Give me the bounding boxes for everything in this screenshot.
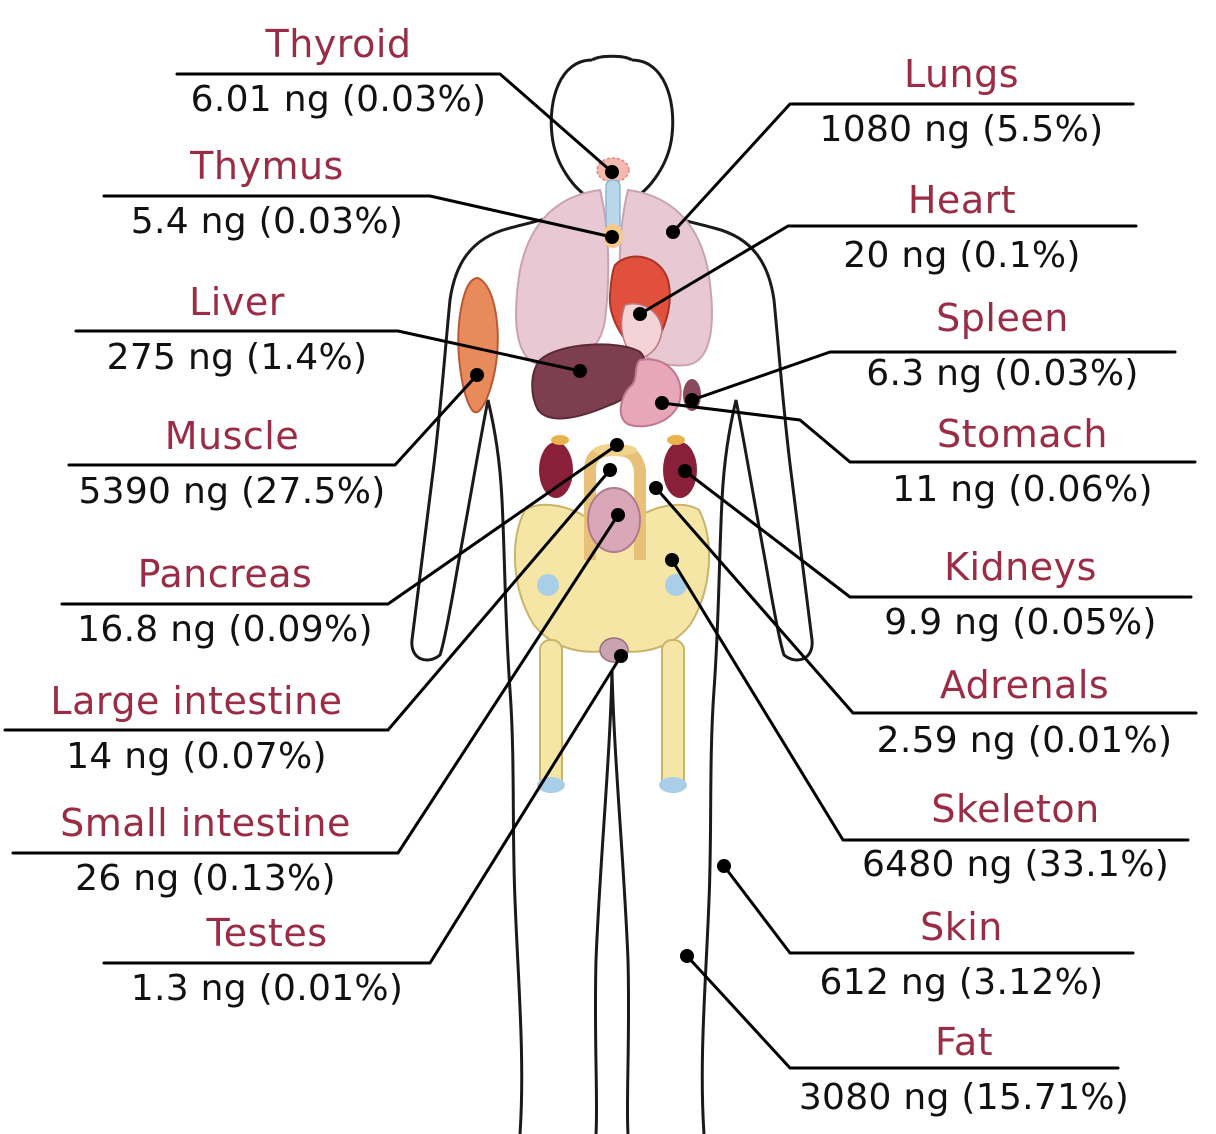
- dot-adrenals: [649, 481, 663, 495]
- stomach-amount: 11 ng (0.06%): [850, 468, 1195, 512]
- fat-label: Fat: [790, 1020, 1138, 1064]
- dot-kidneys: [678, 464, 692, 478]
- heart-label: Heart: [788, 178, 1136, 222]
- thymus-label: Thymus: [104, 144, 430, 188]
- right-adrenal: [667, 435, 685, 445]
- heart-amount: 20 ng (0.1%): [788, 234, 1136, 278]
- callout-liver: Liver 275 ng (1.4%): [76, 280, 398, 380]
- left-adrenal: [551, 435, 569, 445]
- small-intestine-amount: 26 ng (0.13%): [13, 857, 398, 901]
- skeleton-amount: 6480 ng (33.1%): [843, 843, 1188, 887]
- dot-muscle: [470, 368, 484, 382]
- dot-pancreas: [610, 438, 624, 452]
- callout-small-intestine: Small intestine 26 ng (0.13%): [13, 801, 398, 901]
- muscle-amount: 5390 ng (27.5%): [69, 470, 395, 514]
- large-intestine-amount: 14 ng (0.07%): [5, 735, 388, 779]
- dot-large-intestine: [603, 463, 617, 477]
- right-femur: [662, 640, 684, 790]
- dot-heart: [633, 307, 647, 321]
- callout-spleen: Spleen 6.3 ng (0.03%): [830, 296, 1175, 396]
- testes-label: Testes: [104, 911, 430, 955]
- muscle-label: Muscle: [69, 414, 395, 458]
- fat-amount: 3080 ng (15.71%): [790, 1076, 1138, 1120]
- dot-lungs: [666, 225, 680, 239]
- callout-heart: Heart 20 ng (0.1%): [788, 178, 1136, 278]
- right-knee-joint: [659, 777, 687, 793]
- liver-amount: 275 ng (1.4%): [76, 336, 398, 380]
- dot-skin: [717, 859, 731, 873]
- kidneys-label: Kidneys: [850, 545, 1191, 589]
- dot-liver: [573, 364, 587, 378]
- pancreas-label: Pancreas: [62, 552, 388, 596]
- dot-fat: [680, 949, 694, 963]
- stomach-label: Stomach: [850, 412, 1195, 456]
- spleen-label: Spleen: [830, 296, 1175, 340]
- skin-label: Skin: [790, 905, 1133, 949]
- callout-pancreas: Pancreas 16.8 ng (0.09%): [62, 552, 388, 652]
- thymus-amount: 5.4 ng (0.03%): [104, 200, 430, 244]
- spleen-amount: 6.3 ng (0.03%): [830, 352, 1175, 396]
- callout-testes: Testes 1.3 ng (0.01%): [104, 911, 430, 1011]
- callout-skeleton: Skeleton 6480 ng (33.1%): [843, 787, 1188, 887]
- callout-lungs: Lungs 1080 ng (5.5%): [790, 52, 1133, 152]
- skeleton-label: Skeleton: [843, 787, 1188, 831]
- left-hip-joint: [537, 574, 559, 596]
- dot-testes: [614, 649, 628, 663]
- dot-small-intestine: [611, 508, 625, 522]
- lungs-amount: 1080 ng (5.5%): [790, 108, 1133, 152]
- dot-thyroid: [605, 165, 619, 179]
- callout-skin: Skin 612 ng (3.12%): [790, 905, 1133, 1005]
- callout-large-intestine: Large intestine 14 ng (0.07%): [5, 679, 388, 779]
- callout-kidneys: Kidneys 9.9 ng (0.05%): [850, 545, 1191, 645]
- small-intestine-label: Small intestine: [13, 801, 398, 845]
- dot-stomach: [655, 396, 669, 410]
- large-intestine-label: Large intestine: [5, 679, 388, 723]
- callout-fat: Fat 3080 ng (15.71%): [790, 1020, 1138, 1120]
- pancreas-amount: 16.8 ng (0.09%): [62, 608, 388, 652]
- callout-adrenals: Adrenals 2.59 ng (0.01%): [853, 663, 1196, 763]
- liver-label: Liver: [76, 280, 398, 324]
- thyroid-amount: 6.01 ng (0.03%): [177, 78, 500, 122]
- skin-amount: 612 ng (3.12%): [790, 961, 1133, 1005]
- dot-thymus: [605, 230, 619, 244]
- thyroid-label: Thyroid: [177, 22, 500, 66]
- lungs-label: Lungs: [790, 52, 1133, 96]
- callout-thyroid: Thyroid 6.01 ng (0.03%): [177, 22, 500, 122]
- callout-muscle: Muscle 5390 ng (27.5%): [69, 414, 395, 514]
- adrenals-amount: 2.59 ng (0.01%): [853, 719, 1196, 763]
- callout-thymus: Thymus 5.4 ng (0.03%): [104, 144, 430, 244]
- left-lung: [516, 190, 608, 365]
- adrenals-label: Adrenals: [853, 663, 1196, 707]
- left-kidney: [539, 442, 573, 498]
- callout-stomach: Stomach 11 ng (0.06%): [850, 412, 1195, 512]
- testes-amount: 1.3 ng (0.01%): [104, 967, 430, 1011]
- dot-skeleton: [665, 553, 679, 567]
- dot-spleen: [685, 393, 699, 407]
- trachea: [606, 180, 620, 230]
- kidneys-amount: 9.9 ng (0.05%): [850, 601, 1191, 645]
